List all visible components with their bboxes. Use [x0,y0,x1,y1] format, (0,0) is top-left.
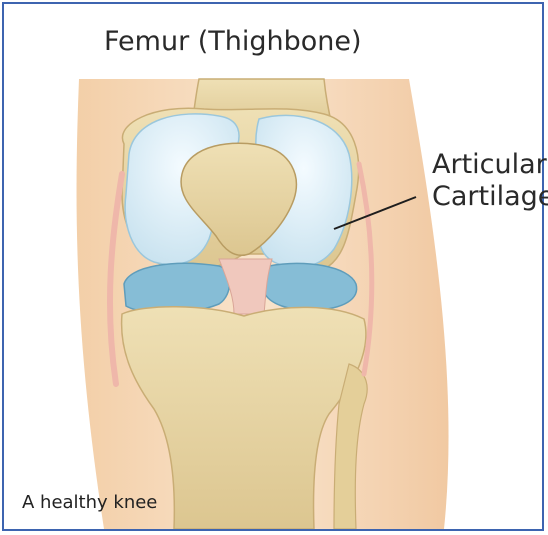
meniscus-left [124,263,230,313]
cartilage-label-line-1: Articular [432,149,548,181]
femur-label: Femur (Thighbone) [104,26,362,57]
figure-caption: A healthy knee [22,492,157,513]
figure-frame: Femur (Thighbone) Articular Cartilage A … [2,2,544,531]
articular-cartilage-label: Articular Cartilage [432,149,548,213]
cartilage-label-line-2: Cartilage [432,181,548,213]
knee-illustration [4,4,542,529]
